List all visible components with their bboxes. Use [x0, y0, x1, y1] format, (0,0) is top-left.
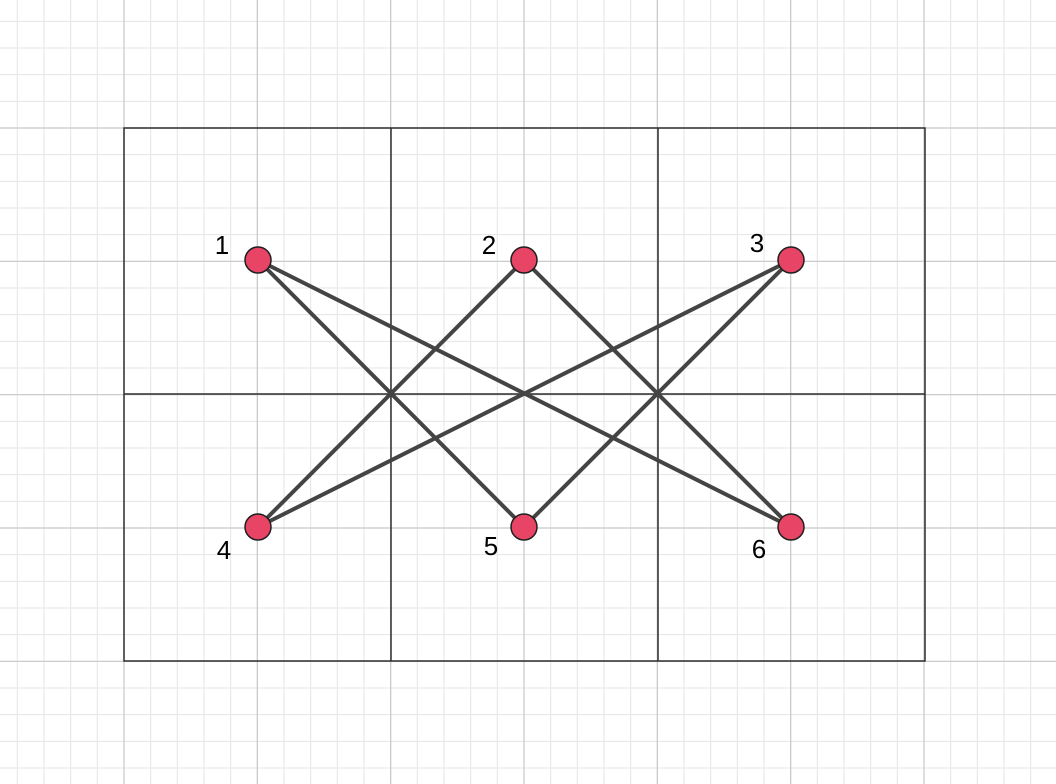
- node-6[interactable]: [777, 513, 805, 541]
- node-label-6: 6: [752, 534, 766, 564]
- edges: [256, 258, 793, 529]
- edge-2-4: [256, 258, 526, 529]
- node-2[interactable]: [510, 246, 538, 274]
- node-5[interactable]: [510, 513, 538, 541]
- nodes: [244, 246, 805, 541]
- node-label-5: 5: [484, 531, 498, 561]
- node-label-1: 1: [215, 230, 229, 260]
- node-label-4: 4: [217, 535, 231, 565]
- node-4[interactable]: [244, 513, 272, 541]
- edge-3-4: [256, 258, 793, 529]
- node-label-3: 3: [750, 228, 764, 258]
- edge-3-5: [522, 258, 793, 529]
- node-labels: 1 2 3 4 5 6: [215, 228, 766, 565]
- node-label-2: 2: [482, 230, 496, 260]
- node-3[interactable]: [777, 246, 805, 274]
- node-1[interactable]: [244, 246, 272, 274]
